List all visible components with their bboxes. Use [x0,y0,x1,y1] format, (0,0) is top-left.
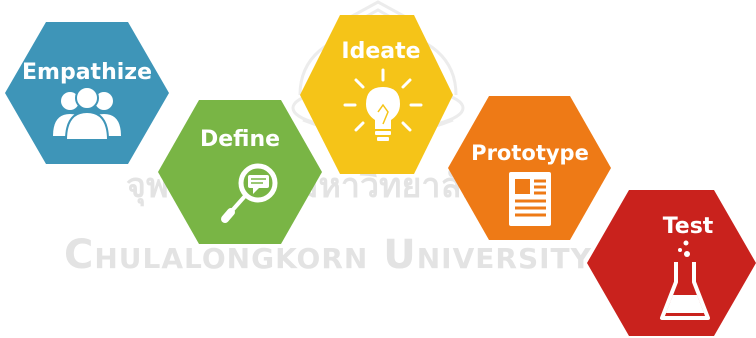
stage-empathize: Empathize [5,22,169,164]
people-icon [53,86,121,141]
stage-define: Define [158,100,322,244]
lightbulb-icon [343,68,423,141]
stage-ideate: Ideate [300,15,453,174]
stage-label-test: Test [663,214,714,239]
hex-test [587,190,756,336]
stage-label-ideate: Ideate [341,39,420,64]
hex-prototype [448,96,611,240]
stage-label-empathize: Empathize [22,60,152,85]
magnifier-chat-icon [221,163,278,223]
document-icon [509,172,551,226]
stage-test: Test [587,190,756,336]
hex-define [158,100,322,244]
stage-label-prototype: Prototype [471,141,589,165]
flask-icon [660,240,710,320]
stage-label-define: Define [200,127,280,152]
stage-prototype: Prototype [448,96,611,240]
